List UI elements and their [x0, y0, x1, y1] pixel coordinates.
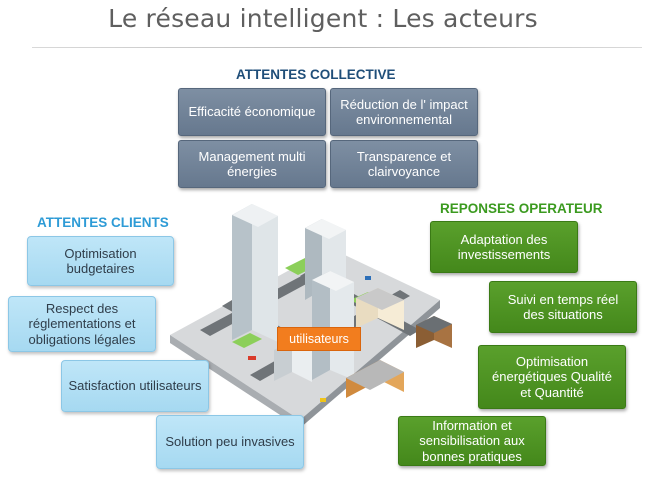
operateur-box: Optimisation énergétiques Qualité et Qua… [478, 345, 626, 409]
operateur-heading: REPONSES OPERATEUR [440, 201, 603, 216]
page-title: Le réseau intelligent : Les acteurs [108, 4, 538, 33]
collective-heading: ATTENTES COLLECTIVE [236, 67, 396, 82]
client-box: Satisfaction utilisateurs [61, 360, 209, 412]
title-divider [32, 47, 642, 48]
client-box: Solution peu invasives [156, 415, 304, 469]
collective-box: Management multi énergies [178, 140, 326, 188]
collective-box: Transparence et clairvoyance [330, 140, 478, 188]
client-box: Respect des réglementations et obligatio… [8, 296, 156, 352]
collective-box: Efficacité économique [178, 88, 326, 136]
operateur-box: Suivi en temps réel des situations [489, 281, 637, 333]
operateur-box: Information et sensibilisation aux bonne… [398, 416, 546, 466]
client-box: Optimisation budgetaires [27, 236, 174, 286]
users-label: utilisateurs [277, 327, 361, 351]
operateur-box: Adaptation des investissements [430, 221, 578, 273]
collective-box: Réduction de l' impact environnemental [330, 88, 478, 136]
clients-heading: ATTENTES CLIENTS [37, 215, 169, 230]
